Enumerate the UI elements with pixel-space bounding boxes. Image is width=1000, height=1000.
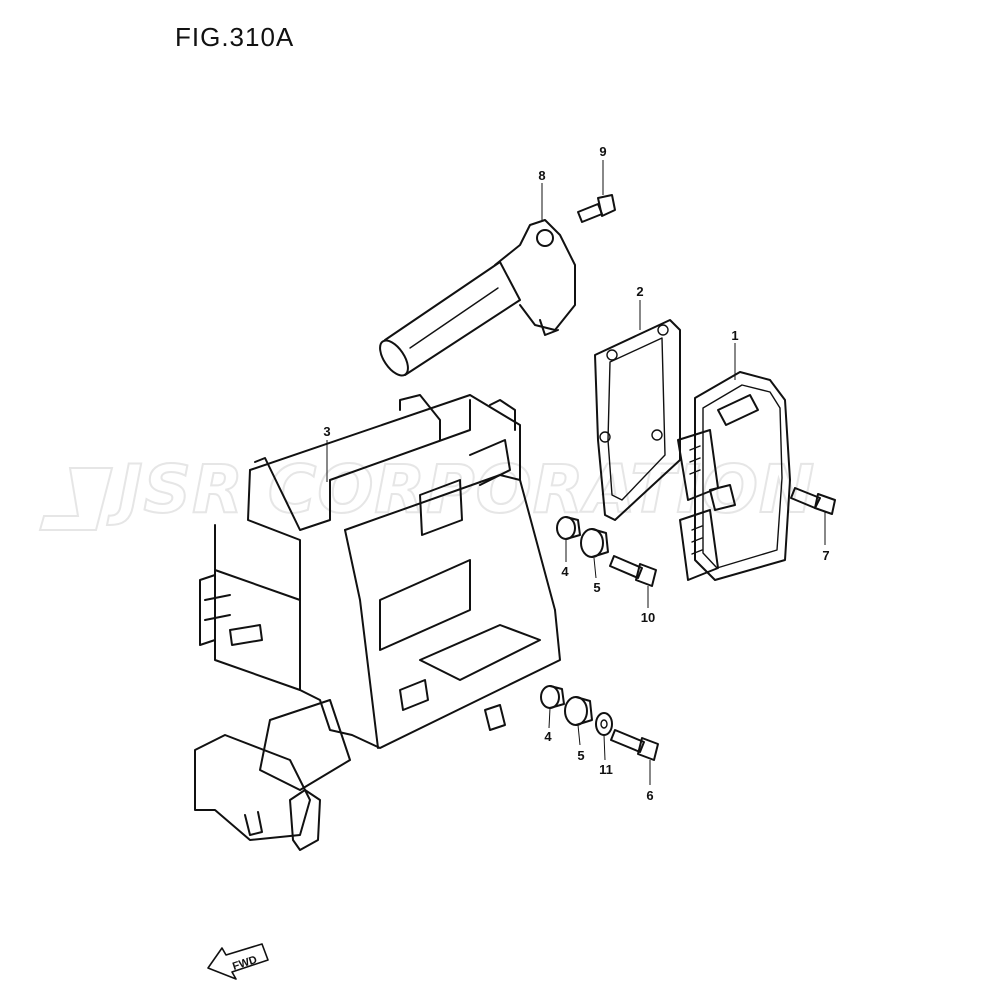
leader-lines: [326, 160, 826, 785]
part-10-bolt: [609, 555, 657, 587]
bracket-connector-slot: [399, 679, 429, 711]
fwd-direction-marker: FWD: [207, 943, 269, 980]
bolt-10-shank: [609, 555, 643, 579]
washer-11-outer: [595, 712, 613, 736]
gasket-hole-3: [651, 429, 663, 441]
callout-3: 3: [323, 424, 330, 439]
coil-mount-hole: [536, 229, 554, 247]
grommet-5-lower-body: [575, 696, 593, 726]
bracket-left-face: [214, 524, 301, 691]
leader-5b: [577, 724, 581, 746]
part-3-bracket: [194, 394, 561, 851]
gasket-inner: [607, 337, 666, 501]
fwd-arrow-icon: [207, 943, 269, 980]
gasket-hole-2: [657, 324, 669, 336]
bracket-front-post: [247, 469, 301, 601]
bracket-top-rail: [249, 394, 556, 611]
module-center-tab: [709, 484, 736, 511]
bracket-lower-mount: [194, 734, 311, 841]
bracket-side-clip: [229, 624, 263, 646]
part-5-grommet-upper: [580, 528, 609, 558]
grommet-5-upper-body: [591, 528, 609, 558]
callout-6: 6: [646, 788, 653, 803]
coil-barrel-line: [409, 287, 499, 349]
figure-title: FIG.310A: [175, 22, 295, 52]
coil-connector: [539, 319, 559, 336]
collar-4-upper-body: [565, 516, 581, 540]
watermark: JSR CORPORATION: [38, 450, 815, 531]
gasket-outer: [594, 319, 681, 521]
module-connector-2: [679, 509, 719, 581]
part-1-module: [677, 371, 791, 581]
bolt-9-shank: [577, 203, 603, 223]
part-6-bolt: [610, 729, 659, 761]
bracket-upper-plate: [254, 457, 331, 531]
module-pins: [689, 445, 703, 555]
bolt-9-head: [597, 194, 616, 217]
bolt-7-head: [814, 493, 836, 515]
bracket-side-tab-1: [199, 574, 216, 646]
part-4-collar-upper: [556, 516, 581, 540]
coil-tip: [379, 339, 409, 377]
leader-4b: [548, 707, 551, 729]
bracket-lower-clip: [289, 789, 321, 851]
bracket-lower-clamp: [259, 699, 351, 791]
callout-5-lower: 5: [577, 748, 584, 763]
part-2-gasket: [594, 319, 681, 521]
callout-10: 10: [641, 610, 655, 625]
callout-5-upper: 5: [593, 580, 600, 595]
bolt-6-shank: [610, 729, 645, 753]
bracket-inner-rail: [329, 399, 471, 481]
bracket-top-tab: [399, 394, 441, 441]
callout-1: 1: [731, 328, 738, 343]
callout-11: 11: [599, 762, 613, 777]
callout-8: 8: [538, 168, 545, 183]
collar-4-lower-body: [549, 685, 565, 709]
part-11-washer: [595, 712, 613, 736]
callout-9: 9: [599, 144, 606, 159]
part-9-bolt: [577, 194, 616, 223]
bolt-6-head: [637, 737, 659, 761]
callout-7: 7: [822, 548, 829, 563]
bracket-center-divider: [344, 529, 379, 749]
washer-11-hole: [600, 719, 608, 729]
bracket-foot-tab: [484, 704, 506, 731]
module-face: [702, 384, 783, 569]
part-4-collar-lower: [540, 685, 565, 709]
callout-4-lower: 4: [544, 729, 552, 744]
bracket-top-clip: [489, 399, 516, 431]
bolt-10-head: [635, 563, 657, 587]
part-5-grommet-lower: [564, 696, 593, 726]
bracket-floor: [419, 624, 541, 681]
callout-labels: 1 2 3 4 4 5 5 6 7 8 9 10 11: [323, 144, 829, 803]
leader-5a: [593, 557, 597, 579]
gasket-hole-1: [606, 349, 618, 361]
coil-barrel: [384, 261, 521, 376]
part-8-ignition-coil: [379, 219, 576, 377]
part-7-bolt: [790, 487, 836, 515]
bracket-side-slots: [204, 594, 231, 621]
coil-head: [494, 219, 576, 331]
collar-4-lower-face: [540, 685, 560, 709]
bracket-bottom-edge: [299, 609, 561, 749]
grommet-5-upper-face: [580, 528, 604, 558]
module-body: [694, 371, 791, 581]
bracket-window-1: [469, 439, 511, 486]
callout-4-upper: 4: [561, 564, 569, 579]
callout-2: 2: [636, 284, 643, 299]
watermark-logo-mark: [38, 467, 114, 531]
grommet-5-lower-face: [564, 696, 588, 726]
module-top-slot: [717, 394, 759, 426]
gasket-hole-4: [599, 431, 611, 443]
leader-11: [603, 734, 606, 761]
bracket-lower-hook: [244, 811, 263, 836]
bracket-window-2: [419, 479, 463, 536]
bracket-inner-box: [379, 559, 471, 651]
